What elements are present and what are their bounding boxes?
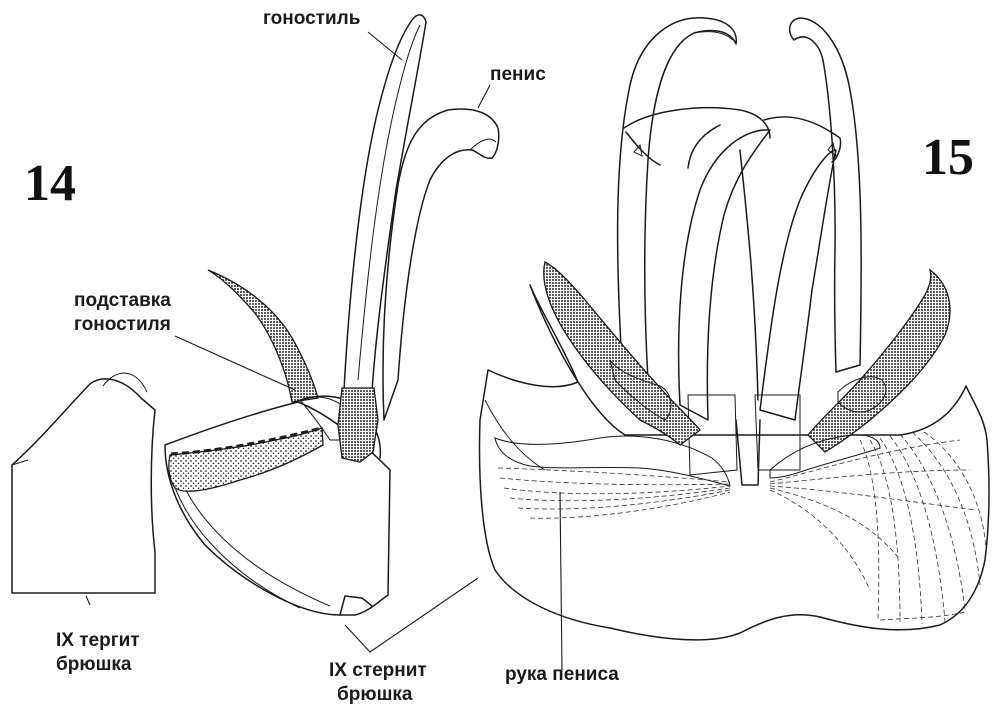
label-penis-arm: рука пениса bbox=[505, 664, 619, 686]
figure-number-14: 14 bbox=[24, 158, 76, 210]
fig14-stippled-band bbox=[169, 428, 323, 491]
right-gonostyle-loop bbox=[790, 18, 862, 372]
left-gonostyle-loop bbox=[618, 18, 737, 380]
label-ix-sternite-line2: брюшка bbox=[337, 684, 412, 706]
ix-tergite-shape bbox=[12, 379, 155, 593]
gonostyle-rod bbox=[344, 15, 426, 392]
label-gonostyle-base-line2: гоностиля bbox=[74, 314, 171, 336]
left-gonostyle-base-hook bbox=[544, 262, 700, 445]
left-penis-arm-band bbox=[495, 436, 730, 486]
label-ix-tergite-line2: брюшка bbox=[56, 654, 131, 676]
label-ix-sternite-line1: IX стернит bbox=[329, 660, 427, 682]
gonostyle-base-hook bbox=[208, 270, 318, 402]
penis-lateral bbox=[383, 109, 499, 420]
figure-number-15: 15 bbox=[922, 132, 974, 184]
right-gonostyle-base-hook bbox=[808, 270, 950, 452]
label-penis: пенис bbox=[490, 64, 546, 86]
fig15-drawing bbox=[480, 18, 990, 640]
penis-arch-right bbox=[760, 150, 836, 420]
label-ix-tergite-line1: IX тергит bbox=[56, 630, 140, 652]
leader-lines bbox=[86, 32, 562, 670]
penis-arch-left bbox=[679, 130, 770, 420]
label-gonostyle-base-line1: подставка bbox=[74, 290, 171, 312]
label-gonostyle: гоностиль bbox=[263, 8, 360, 30]
